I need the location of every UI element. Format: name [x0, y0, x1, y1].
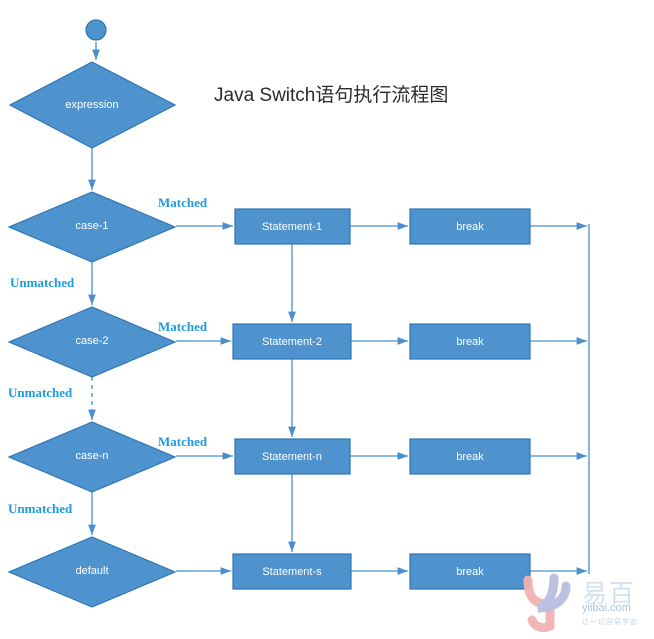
edge-label-matched-3: Matched — [158, 434, 208, 449]
decision-case-2-label: case-2 — [75, 335, 108, 347]
edge-label-unmatched-1: Unmatched — [10, 275, 75, 290]
decision-case-n[interactable]: case-n — [7, 421, 177, 493]
decision-default-label: default — [75, 565, 108, 577]
statement-n[interactable]: Statement-n — [234, 438, 351, 475]
statement-2-shape — [232, 323, 352, 360]
diagram-title: Java Switch语句执行流程图 — [214, 85, 449, 106]
statement-1[interactable]: Statement-1 — [234, 208, 351, 245]
break-4-shape — [409, 553, 531, 590]
break-4[interactable]: break — [409, 553, 531, 590]
break-1[interactable]: break — [409, 208, 531, 245]
decision-case-1-label: case-1 — [75, 220, 108, 232]
break-3[interactable]: break — [409, 438, 531, 475]
statement-1-label: Statement-1 — [262, 221, 322, 233]
edge-label-unmatched-3: Unmatched — [8, 501, 73, 516]
edge-label-matched-1: Matched — [158, 195, 208, 210]
break-3-label: break — [456, 451, 484, 463]
start-node[interactable] — [85, 19, 107, 41]
decision-case-1[interactable]: case-1 — [7, 191, 177, 263]
statement-s-shape — [232, 553, 352, 590]
decision-case-2-shape — [7, 306, 177, 378]
decision-expression-label: expression — [65, 99, 118, 111]
statement-n-shape — [234, 438, 351, 475]
decision-case-n-shape — [7, 421, 177, 493]
decision-expression[interactable]: expression — [8, 61, 177, 149]
statement-n-label: Statement-n — [262, 451, 322, 463]
decision-default-shape — [7, 536, 177, 608]
statement-2-label: Statement-2 — [262, 336, 322, 348]
statement-2[interactable]: Statement-2 — [232, 323, 352, 360]
decision-case-2[interactable]: case-2 — [7, 306, 177, 378]
break-3-shape — [409, 438, 531, 475]
edge-label-unmatched-2: Unmatched — [8, 385, 73, 400]
decision-default[interactable]: default — [7, 536, 177, 608]
edge-label-matched-2: Matched — [158, 319, 208, 334]
decision-case-1-shape — [7, 191, 177, 263]
connector-group — [88, 42, 590, 575]
break-4-label: break — [456, 566, 484, 578]
statement-1-shape — [234, 208, 351, 245]
break-1-shape — [409, 208, 531, 245]
break-1-label: break — [456, 221, 484, 233]
break-2-label: break — [456, 336, 484, 348]
break-2[interactable]: break — [409, 323, 531, 360]
decision-expression-shape — [8, 61, 177, 149]
statement-s[interactable]: Statement-s — [232, 553, 352, 590]
break-2-shape — [409, 323, 531, 360]
decision-case-n-label: case-n — [75, 450, 108, 462]
statement-s-label: Statement-s — [262, 566, 322, 578]
